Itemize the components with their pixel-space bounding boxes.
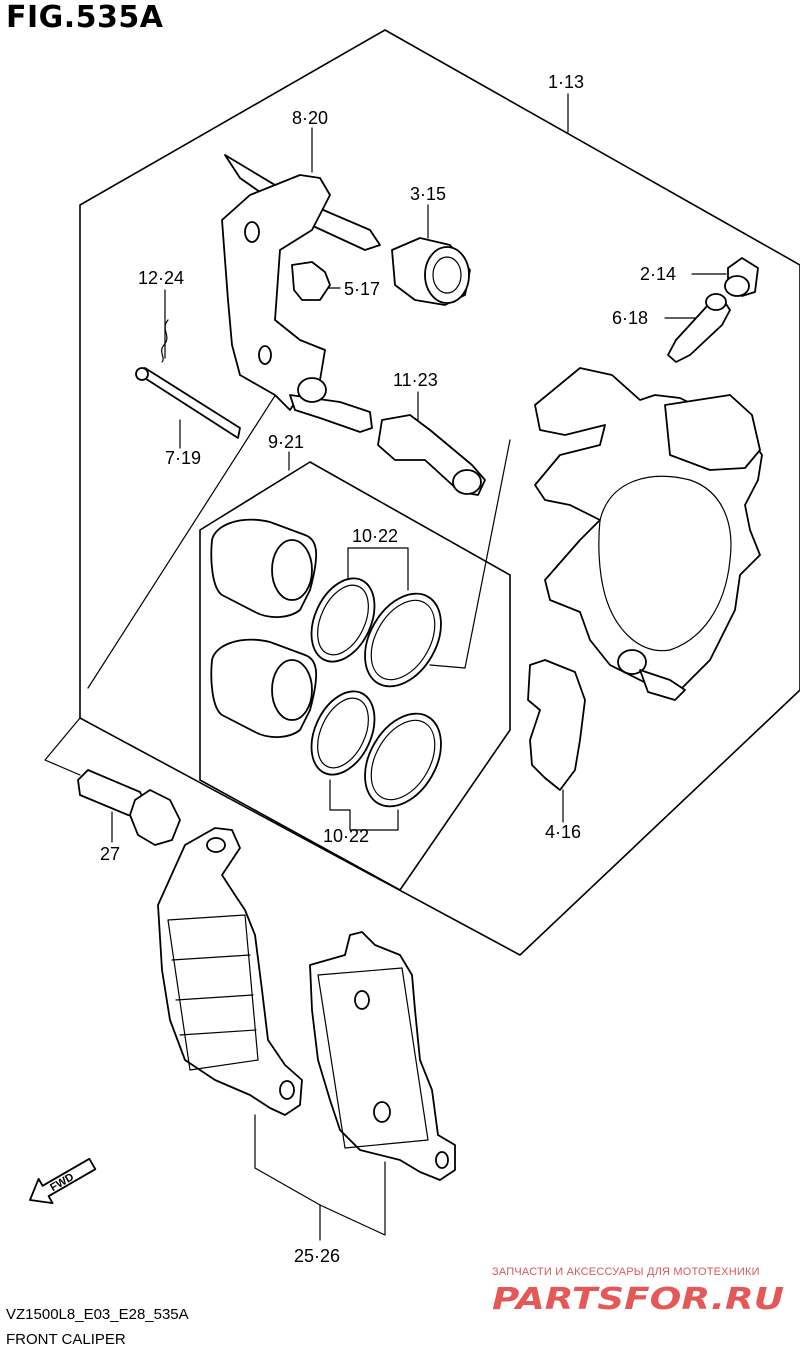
bleeder-cap [724,257,759,297]
pad-pin [135,367,241,439]
caliper-bracket [221,154,381,433]
diagram-name: FRONT CALIPER [6,1331,126,1348]
piston-seals [310,577,442,808]
piston-kit-outline [199,461,511,891]
pad-clip [291,261,331,301]
pad-spring [527,659,586,791]
callout-labels: 1·13 8·20 3·15 12·24 5·17 2·14 6·18 11·2… [100,72,676,1266]
watermark-logo: PARTSFOR.RU [492,1282,784,1317]
callout-9-21: 9·21 [268,432,304,452]
callout-10-22-bottom: 10·22 [323,826,369,846]
fwd-label: FWD [48,1171,76,1194]
callout-3-15: 3·15 [410,184,446,204]
bleeder-screw [667,293,731,363]
callout-11-23: 11·23 [393,370,438,390]
watermark-logo-text: PARTSFOR.RU [492,1282,784,1317]
callout-8-20: 8·20 [292,108,328,128]
watermark-tagline: ЗАПЧАСТИ И АКСЕССУАРЫ ДЛЯ МОТОТЕХНИКИ [492,1266,760,1278]
callout-1-13: 1·13 [548,72,584,92]
fwd-arrow: FWD [29,1157,97,1205]
slide-pin [377,414,486,496]
callout-27: 27 [100,844,120,864]
caliper-body [534,367,763,701]
pistons [210,518,318,738]
callout-10-22-top: 10·22 [352,526,398,546]
mounting-bolt [77,769,181,846]
brake-pads [157,827,456,1181]
callout-2-14: 2·14 [640,264,676,284]
dust-boot [391,237,471,306]
callout-25-26: 25·26 [294,1246,340,1266]
callout-5-17: 5·17 [344,279,380,299]
callout-6-18: 6·18 [612,308,648,328]
callout-12-24: 12·24 [138,268,184,288]
figure-title: FIG.535A [6,0,164,35]
diagram-code: VZ1500L8_E03_E28_535A [6,1306,189,1323]
callout-4-16: 4·16 [545,822,581,842]
callout-7-19: 7·19 [165,448,201,468]
pin-clip [161,319,169,363]
